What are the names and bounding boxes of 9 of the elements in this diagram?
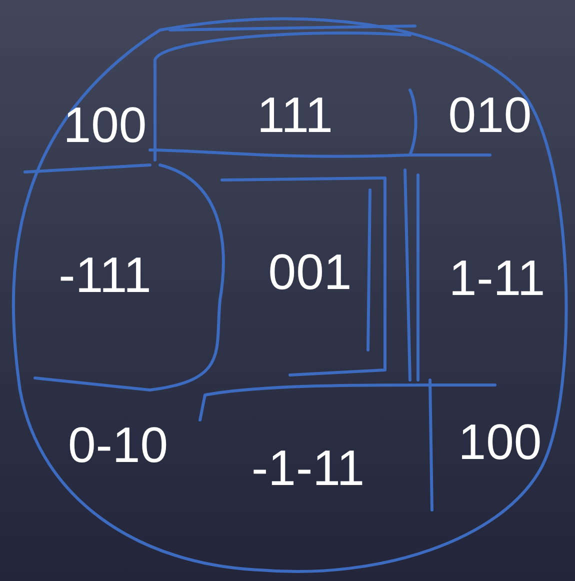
vector-label: 1-11: [448, 253, 546, 303]
vector-label: -111: [58, 250, 152, 300]
vector-label: 100: [458, 417, 542, 467]
vector-label: 001: [268, 247, 352, 297]
vector-label: 0-10: [68, 420, 168, 470]
vector-label: 010: [448, 90, 532, 140]
vector-label: -1-11: [252, 443, 364, 493]
vector-label: 100: [63, 100, 147, 150]
vector-label: 111: [257, 90, 333, 140]
